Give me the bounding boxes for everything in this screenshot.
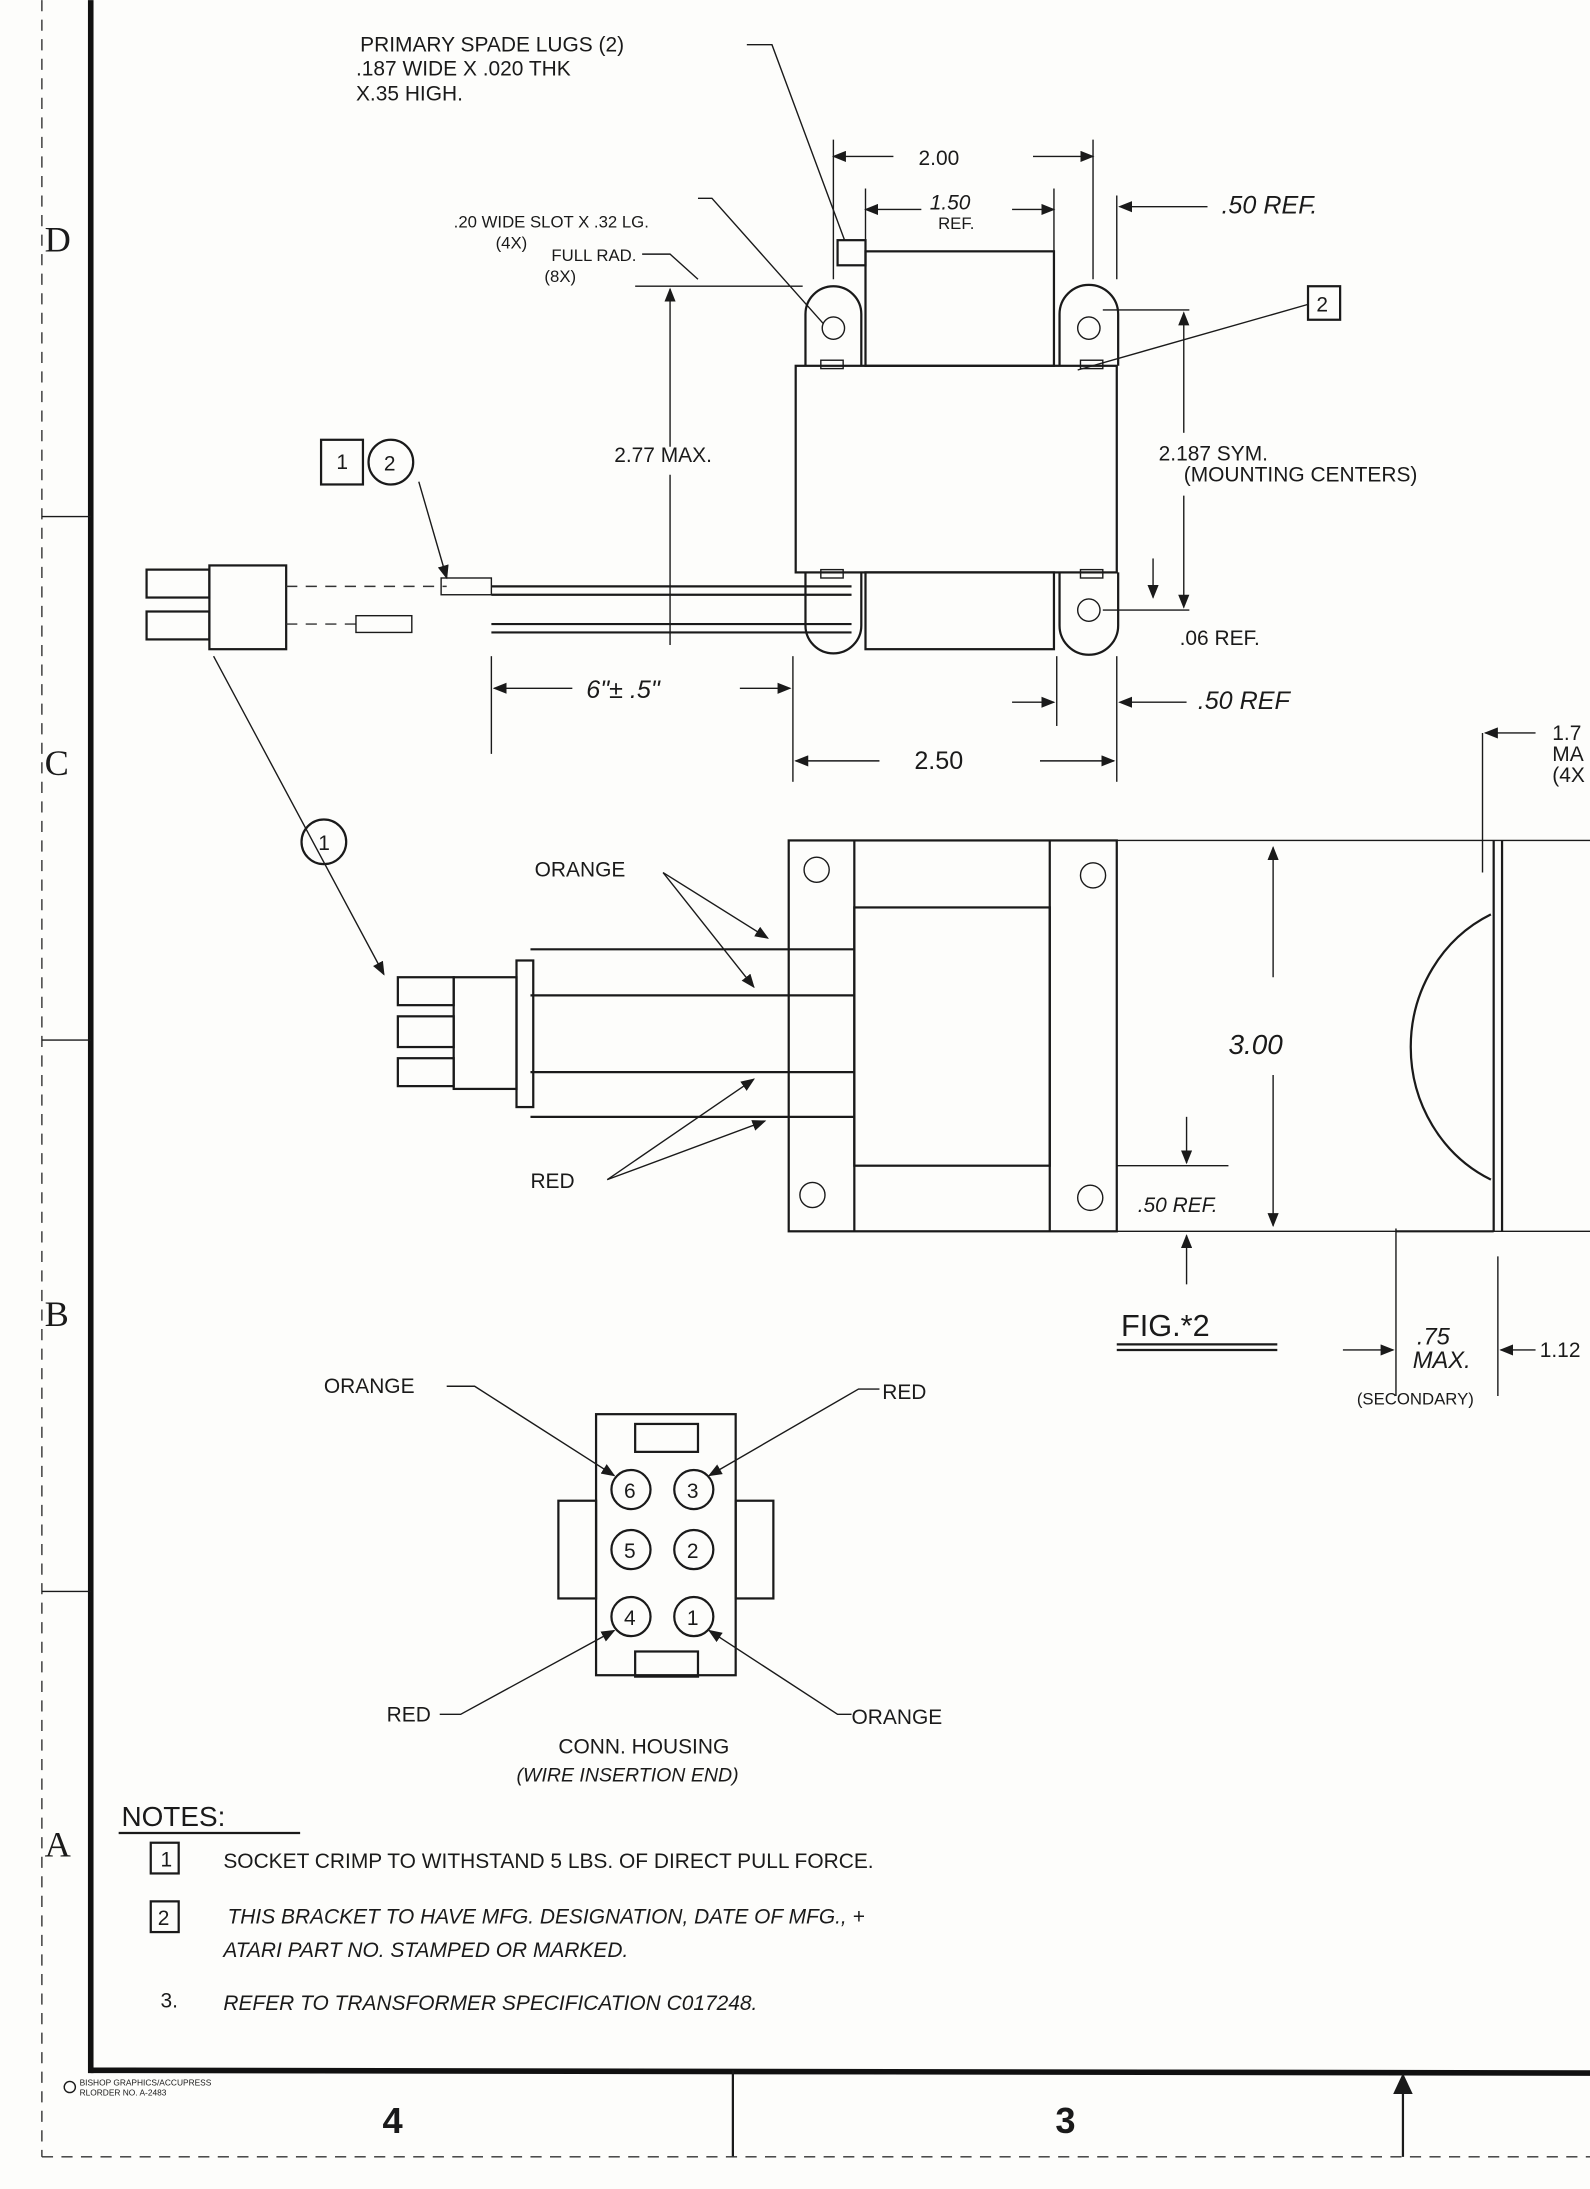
housing-subtitle: (WIRE INSERTION END): [517, 1764, 739, 1786]
pin-1: [673, 1595, 715, 1638]
column-label-3: 3: [1055, 2100, 1075, 2141]
note-2-marker: 2: [158, 1907, 170, 1930]
notes-heading: NOTES:: [121, 1801, 225, 1832]
housing-label-red-top: RED: [882, 1381, 926, 1404]
callout-circle-2-label: 2: [384, 453, 396, 476]
dim-75: .75: [1417, 1324, 1451, 1350]
spade-lugs-label: PRIMARY SPADE LUGS (2): [360, 34, 624, 57]
pin-6: [610, 1468, 652, 1511]
printer-line-2: RLORDER NO. A-2483: [80, 2087, 167, 2097]
column-label-4: 4: [382, 2100, 402, 2141]
callout-circle-2: [367, 438, 415, 486]
transformer-side-view: [1342, 727, 1536, 1397]
zone-label-a: A: [45, 1825, 71, 1865]
sheet-border: [41, 0, 1590, 2158]
dim-1-50-ref: REF.: [938, 214, 974, 233]
slot-label: .20 WIDE SLOT X .32 LG.: [454, 213, 649, 232]
callout-box-1: 1: [336, 451, 348, 474]
note-2-text-line-2: ATARI PART NO. STAMPED OR MARKED.: [221, 1939, 628, 1962]
dim-1-7: 1.7: [1552, 722, 1581, 745]
dim-75-secondary: (SECONDARY): [1357, 1389, 1474, 1408]
note-1-text: SOCKET CRIMP TO WITHSTAND 5 LBS. OF DIRE…: [223, 1850, 873, 1873]
zone-label-d: D: [45, 219, 71, 259]
dim-mounting-centers: (MOUNTING CENTERS): [1184, 464, 1418, 487]
spade-lugs-height: X.35 HIGH.: [356, 83, 463, 106]
callout-circle-1-label: 1: [318, 832, 330, 855]
label-orange-wires: ORANGE: [535, 859, 626, 882]
pin-2: [673, 1528, 715, 1571]
dim-50-ref-front: .50 REF.: [1138, 1194, 1218, 1217]
dim-2-50: 2.50: [914, 747, 963, 775]
note-3-text: REFER TO TRANSFORMER SPECIFICATION C0172…: [223, 1992, 757, 2015]
dim-06-ref: .06 REF.: [1180, 627, 1260, 650]
note-2-callout: 2: [1316, 293, 1328, 316]
dim-1-50: 1.50: [930, 191, 971, 214]
housing-label-red-bottom: RED: [387, 1703, 431, 1726]
label-red-wires: RED: [530, 1170, 574, 1193]
housing-label-orange-top: ORANGE: [324, 1375, 415, 1398]
connector-housing: [439, 1385, 880, 1716]
pin-4: [610, 1595, 652, 1638]
printer-line-1: BISHOP GRAPHICS/ACCUPRESS: [80, 2078, 212, 2088]
figure-label: FIG.*2: [1121, 1308, 1210, 1343]
pin-6-label: 6: [624, 1480, 636, 1503]
note-1-marker-box: [149, 1841, 180, 1875]
full-rad-count: (8X): [544, 267, 576, 286]
dim-1-7-count: (4X: [1552, 764, 1585, 787]
note-2-text-line-1: THIS BRACKET TO HAVE MFG. DESIGNATION, D…: [228, 1906, 865, 1929]
note-1-marker: 1: [161, 1848, 173, 1871]
dim-wire-length: 6"± .5": [586, 676, 661, 704]
top-view-connector: [145, 481, 852, 651]
pin-3-label: 3: [687, 1480, 699, 1503]
note-3-marker: 3.: [161, 1989, 178, 2012]
dim-50-ref-top: .50 REF.: [1221, 192, 1317, 220]
dim-2-77-max: 2.77 MAX.: [614, 444, 712, 467]
note-2-marker-box: [149, 1900, 180, 1934]
housing-label-orange-bottom: ORANGE: [852, 1706, 943, 1729]
dim-1-7-max: MA: [1552, 743, 1583, 766]
slot-count: (4X): [496, 234, 528, 253]
pin-4-label: 4: [624, 1607, 636, 1630]
pin-5-label: 5: [624, 1540, 636, 1563]
pin-1-label: 1: [687, 1607, 699, 1630]
up-arrow-icon: [1393, 2073, 1413, 2157]
pin-2-label: 2: [687, 1540, 699, 1563]
dim-3-00: 3.00: [1228, 1029, 1283, 1060]
transformer-front-view: [212, 655, 1590, 1285]
zone-label-b: B: [45, 1294, 69, 1334]
transformer-top-view: [794, 239, 1120, 656]
dim-75-max: MAX.: [1413, 1348, 1471, 1374]
note-1-callout-box: [319, 438, 365, 486]
zone-label-c: C: [45, 743, 69, 783]
dim-1-12: 1.12: [1540, 1339, 1581, 1362]
spade-lugs-size: .187 WIDE X .020 THK: [356, 57, 571, 80]
dim-2-00: 2.00: [919, 147, 960, 170]
callout-circle-1: [300, 818, 348, 866]
dim-2-187-sym: 2.187 SYM.: [1159, 443, 1268, 466]
housing-title: CONN. HOUSING: [558, 1735, 729, 1758]
dim-50-ref-bottom: .50 REF: [1198, 687, 1292, 715]
note-2-callout-box: [1306, 285, 1342, 321]
pin-5: [610, 1528, 652, 1571]
printer-logo-icon: [63, 2080, 77, 2094]
pin-3: [673, 1468, 715, 1511]
full-rad-label: FULL RAD.: [551, 246, 636, 265]
